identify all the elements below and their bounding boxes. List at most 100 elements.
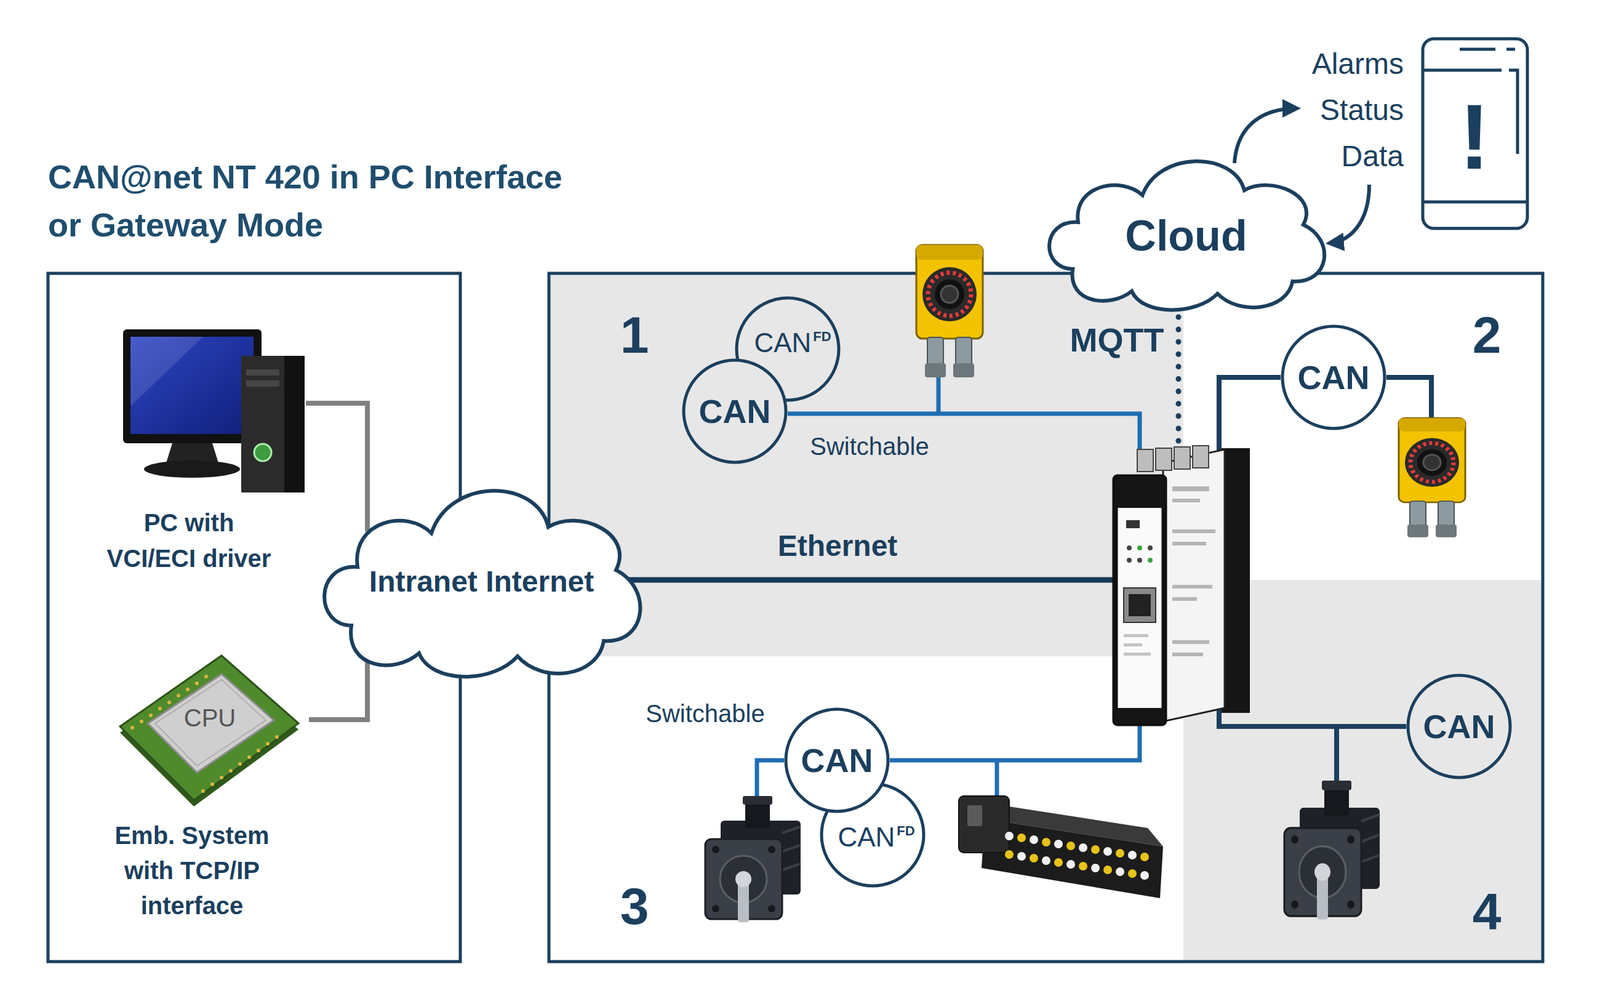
gateway-device: [1172, 596, 1197, 601]
device-caption: PC with VCI/ECI driver: [101, 504, 277, 576]
io-module: [1078, 861, 1088, 871]
pc-illustration: [130, 336, 254, 434]
cpu-chip: [167, 700, 172, 704]
cpu-chip: [238, 761, 242, 766]
cpu-chip: [155, 679, 266, 766]
gateway-device: [1172, 652, 1204, 656]
pc-illustration: [123, 329, 262, 444]
bus-logo: CAN: [1423, 707, 1496, 746]
gateway-device: [1123, 587, 1156, 623]
pc-illustration: [246, 369, 280, 376]
cloud-name: Cloud: [1124, 211, 1247, 261]
pc-illustration: [166, 443, 219, 463]
bus-name: CAN: [1423, 707, 1496, 746]
gateway-device: [1137, 449, 1154, 472]
gateway-device: [1123, 652, 1151, 656]
gateway-device: [1123, 633, 1149, 637]
cpu-chip: [219, 775, 224, 780]
region-shading: [548, 273, 1543, 962]
io-module: [1029, 835, 1039, 844]
gateway-device: [1115, 476, 1165, 724]
cpu-chip: [210, 782, 215, 786]
network-cloud: Intranet Internet: [314, 471, 649, 681]
cpu-chip: [195, 681, 199, 685]
bus-circle-outline: [1282, 326, 1385, 429]
cpu-chip: [147, 673, 274, 773]
io-module: [1140, 852, 1149, 861]
vision-camera: [916, 244, 983, 378]
device-label: Emb. System with TCP/IP interface: [104, 817, 280, 924]
vision-camera: [1398, 417, 1466, 538]
can-bus-circle: CAN: [1280, 324, 1387, 431]
io-module: [1041, 837, 1051, 847]
gateway-device: [1172, 541, 1207, 546]
gateway-device: [1172, 640, 1210, 644]
bus-name: CAN: [837, 821, 895, 853]
io-module: [1004, 831, 1014, 840]
region-shading: [548, 273, 1184, 656]
bus-suffix: FD: [812, 328, 831, 344]
cpu-chip: [176, 693, 181, 698]
io-module: [1004, 833, 1149, 878]
pc-illustration: [246, 380, 280, 387]
can-bus-circle: CAN: [1406, 673, 1512, 780]
chip-marking: CPU: [184, 702, 236, 733]
io-module: [1115, 848, 1125, 858]
phone-icon: [1459, 48, 1516, 52]
bus-circle-outline: [785, 708, 888, 812]
panel-outline: [548, 273, 1543, 962]
io-module: [1004, 849, 1014, 859]
cloud-outline: [324, 490, 640, 677]
bus-name: CAN: [753, 327, 812, 359]
status-arrow: [1234, 108, 1298, 164]
callout-number: 1: [620, 304, 650, 367]
wire: [1386, 377, 1432, 419]
gateway-device: [1123, 643, 1143, 647]
io-module: [1029, 853, 1039, 863]
wire: [995, 760, 1000, 796]
gateway-device: [1115, 445, 1250, 724]
gateway-device: [1147, 557, 1153, 563]
io-module: [1066, 841, 1076, 850]
gateway-device: [1155, 448, 1172, 471]
bus-circle-outline: [736, 297, 839, 400]
cloud-name: Intranet Internet: [369, 560, 594, 603]
io-module: [967, 804, 983, 826]
alert-symbol: !: [1459, 81, 1490, 192]
callout-number: 3: [620, 875, 650, 938]
gateway-device: [1137, 545, 1143, 551]
pc-illustration: [123, 329, 305, 493]
bus-circle-outline: [821, 783, 924, 886]
connector-line: [308, 661, 368, 720]
gateway-device: [1123, 633, 1151, 656]
pc-illustration: [241, 355, 305, 493]
io-module: [1054, 839, 1063, 848]
note-label: Switchable: [809, 431, 929, 461]
io-module: [958, 795, 1010, 853]
pc-illustration: [144, 460, 240, 478]
cpu-chip: [130, 674, 279, 793]
cpu-chip: [204, 674, 208, 679]
cpu-chip: [120, 655, 299, 807]
bus-logo: CAN: [1297, 358, 1370, 397]
io-module: [1091, 863, 1100, 872]
io-module: [1066, 859, 1076, 869]
phone-icon: [1422, 38, 1528, 229]
pc-illustration: [241, 355, 285, 493]
bus-logo: CANFD: [753, 327, 831, 359]
gateway-device: [1115, 707, 1165, 724]
gateway-device: [1147, 545, 1153, 551]
phone-icon: [1424, 200, 1527, 204]
cpu-chip: [120, 655, 299, 800]
io-module: [1078, 843, 1088, 852]
gateway-device: [1192, 445, 1209, 468]
bus-logo: CAN: [801, 740, 874, 780]
bus-circle-outline: [1408, 675, 1511, 778]
gateway-device: [1115, 476, 1165, 508]
io-module: [1054, 857, 1063, 867]
servo-motor: [1284, 780, 1380, 920]
notification-text: Data: [1341, 138, 1404, 175]
cpu-chip: [185, 687, 190, 692]
note-label: Switchable: [645, 698, 765, 728]
